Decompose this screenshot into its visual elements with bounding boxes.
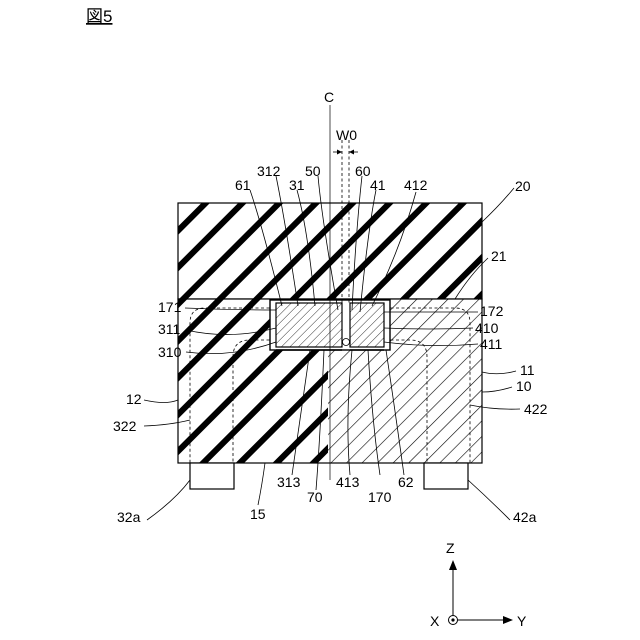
z-axis-arrowhead	[449, 560, 457, 570]
leader-12	[144, 400, 178, 403]
leader-32a	[147, 480, 190, 520]
terminal-32a	[190, 463, 234, 489]
label-311: 311	[158, 321, 181, 337]
label-c: C	[324, 89, 334, 105]
label-313: 313	[277, 474, 301, 490]
terminal-42a	[424, 463, 468, 489]
label-11: 11	[520, 362, 535, 378]
label-50: 50	[305, 163, 321, 179]
leader-20	[482, 188, 514, 222]
label-322: 322	[113, 418, 137, 434]
leader-15	[258, 463, 265, 505]
label-422: 422	[524, 401, 548, 417]
chip-31	[276, 303, 342, 347]
label-32a: 32a	[117, 509, 141, 525]
label-70: 70	[307, 489, 323, 505]
leader-42a	[468, 480, 510, 520]
label-411: 411	[480, 336, 503, 352]
label-21: 21	[491, 248, 507, 264]
figure-title: 図5	[86, 7, 112, 26]
label-31: 31	[289, 177, 305, 193]
label-10: 10	[516, 378, 532, 394]
label-41: 41	[370, 177, 386, 193]
axis-label-y: Y	[517, 613, 527, 629]
label-42a: 42a	[513, 509, 537, 525]
chip-41	[350, 303, 384, 347]
label-62: 62	[398, 474, 414, 490]
axis-label-x: X	[430, 613, 440, 629]
label-312: 312	[257, 163, 281, 179]
label-171: 171	[158, 299, 182, 315]
label-412: 412	[404, 177, 428, 193]
label-413: 413	[336, 474, 360, 490]
leader-11	[482, 371, 516, 374]
label-170: 170	[368, 489, 392, 505]
label-410: 410	[475, 320, 499, 336]
leader-10	[482, 387, 512, 392]
y-axis-arrowhead	[503, 616, 513, 624]
label-310: 310	[158, 344, 182, 360]
label-15: 15	[250, 506, 266, 522]
label-61: 61	[235, 177, 251, 193]
x-axis-dot	[451, 618, 454, 621]
contact-mark	[343, 339, 350, 346]
label-60: 60	[355, 163, 371, 179]
w0-arrowhead-left	[337, 150, 342, 155]
label-20: 20	[515, 178, 531, 194]
label-w0: W0	[336, 127, 357, 143]
w0-arrowhead-right	[349, 150, 354, 155]
label-172: 172	[480, 303, 504, 319]
label-12: 12	[126, 391, 142, 407]
axis-label-z: Z	[446, 540, 455, 556]
